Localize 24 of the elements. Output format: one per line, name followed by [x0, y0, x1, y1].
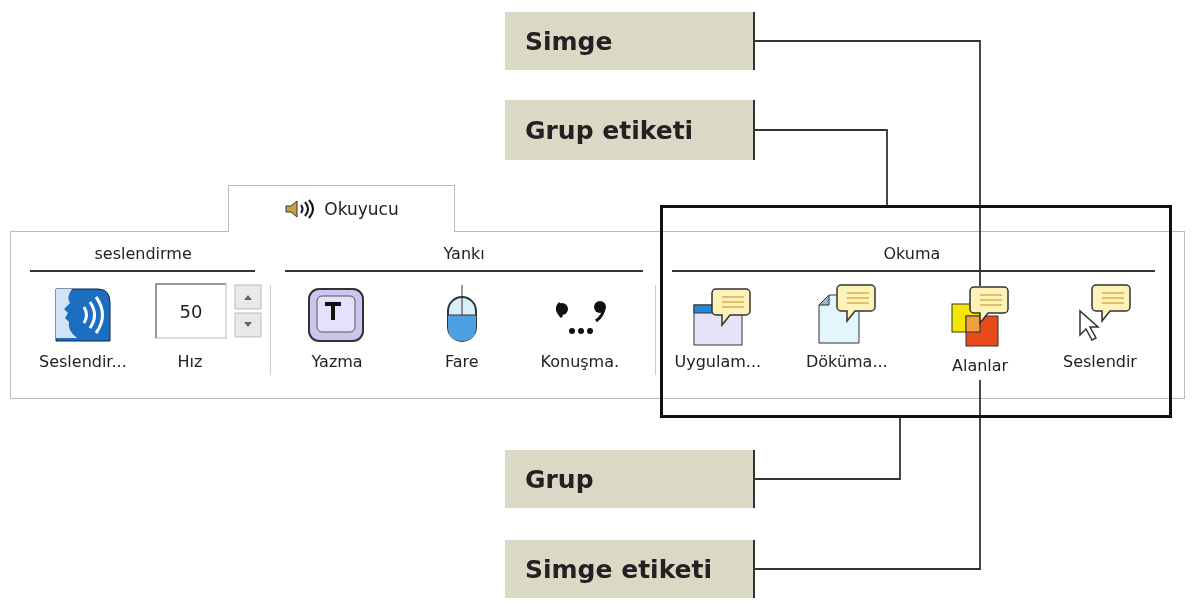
icon-label: Alanlar	[952, 356, 1009, 380]
icon-label: Fare	[445, 352, 479, 371]
highlight-frame	[660, 205, 1172, 418]
leader-line	[754, 40, 981, 287]
group-label: Yankı	[443, 244, 485, 263]
icon-label: Hız	[177, 352, 203, 371]
icon-label: Uygulam...	[674, 352, 762, 371]
tab: Okuyucu	[228, 185, 455, 232]
group-label: Okuma	[883, 244, 941, 263]
callout-box: Grup etiketi	[505, 100, 755, 160]
leader-line	[754, 129, 888, 206]
icon-label: Konuşma.	[540, 352, 620, 371]
callout-box: Simge etiketi	[505, 540, 755, 598]
icon-label: Döküma...	[806, 352, 888, 371]
icon-label: Seslendir	[1063, 352, 1137, 371]
leader-line	[754, 417, 901, 480]
fields-icon	[948, 286, 1012, 348]
icon-label: Yazma	[311, 352, 363, 371]
callout-box: Simge	[505, 12, 755, 70]
speed-field: 50	[155, 283, 227, 339]
icon-label: Seslendir...	[39, 352, 127, 371]
callout-box: Grup	[505, 450, 755, 508]
leader-line	[754, 379, 981, 570]
group-label: seslendirme	[94, 244, 192, 263]
